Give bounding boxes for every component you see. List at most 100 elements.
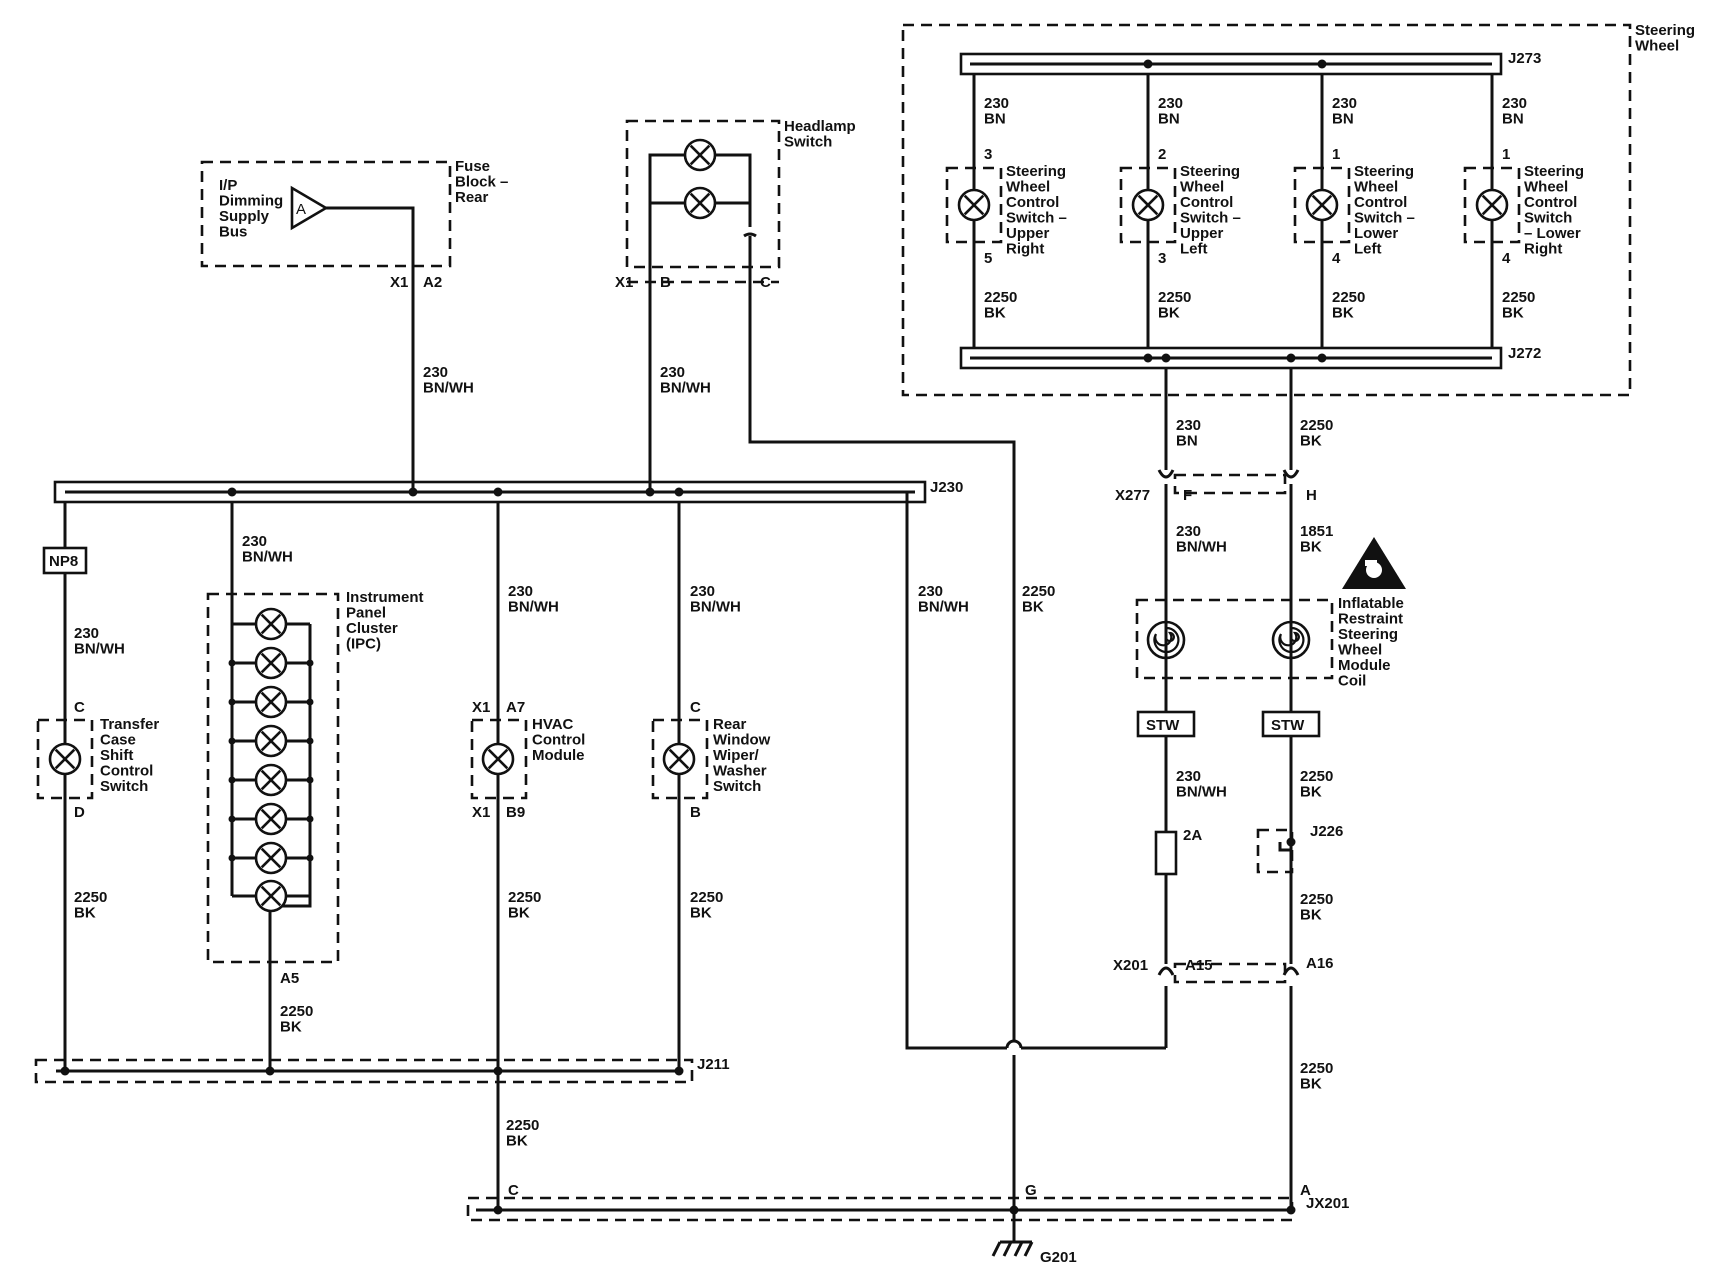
ipc-lamp-icon [254,646,288,680]
ipc-lamp-icon [254,763,288,797]
splice-dot [1143,353,1153,363]
splice-dot [1286,353,1296,363]
splice-j211: J211 [697,1056,730,1073]
svg-text:STW: STW [1271,717,1305,734]
ipc-lamp-icon [254,607,288,641]
conn-b-head: B [660,274,671,291]
conn-x1-fuse: X1 [390,274,408,291]
ipc-lamp-icon [254,879,288,913]
conn-sw-ul-bot: 3 [1158,250,1166,267]
conn-tc-d: D [74,804,85,821]
splice-j272: J272 [1508,345,1541,362]
splice-dot [1317,353,1327,363]
ipc-lamp-icon [254,685,288,719]
conn-x201: X201 [1113,957,1148,974]
coil-box [1135,598,1334,680]
x277-connector-box [1173,473,1287,495]
splice-dot [493,487,503,497]
splice-dot [493,1066,503,1076]
conn-sw-ul-top: 2 [1158,146,1166,163]
conn-sw-ll-bot: 4 [1332,250,1341,267]
conn-sw-lr-bot: 4 [1502,250,1511,267]
ipc-lamp-icon [254,841,288,875]
fuse-rating: 2A [1183,827,1202,844]
headlamp-switch-box [625,119,781,269]
conn-a7: A7 [506,699,525,716]
rear-wiper-lamp-icon [662,742,696,776]
splice-dot [306,815,314,823]
headlamp-lamp-icon [683,138,717,172]
coil-spring-icon [1271,620,1311,660]
conn-jx-a: A [1300,1182,1311,1199]
splice-j230: J230 [930,479,963,496]
connector-x201-a15 [1157,960,1175,976]
conn-b9: B9 [506,804,525,821]
conn-x277: X277 [1115,487,1150,504]
splice-j273: J273 [1508,50,1541,67]
splice-dot [228,659,236,667]
splice-dot [1286,837,1296,847]
splice-dot [645,487,655,497]
headlamp-lamp-icon [683,186,717,220]
splice-dot [228,776,236,784]
splice-dot [228,698,236,706]
conn-a15: A15 [1185,957,1213,974]
splice-dot [227,487,237,497]
splice-j226: J226 [1310,823,1343,840]
splice-dot [1317,59,1327,69]
conn-x1-head: X1 [615,274,633,291]
connector-x277-h [1282,469,1300,498]
airbag-warning-icon [1342,537,1406,589]
splice-dot [1161,353,1171,363]
conn-sw-ur-bot: 5 [984,250,992,267]
connector-x277-f [1157,469,1175,498]
conn-x1-hvac-bot: X1 [472,804,490,821]
ipc-box [206,592,340,964]
conn-rw-c: C [690,699,701,716]
steering-wheel-box [901,23,1632,397]
splice-dot [228,854,236,862]
splice-dot [306,659,314,667]
splice-dot [265,1066,275,1076]
conn-jx-g: G [1025,1182,1037,1199]
sw-ul-lamp-icon [1131,188,1165,222]
conn-sw-ur-top: 3 [984,146,992,163]
conn-rw-b: B [690,804,701,821]
conn-c-head: C [760,274,771,291]
splice-jx201: JX201 [1306,1195,1349,1212]
splice-dots [60,59,1327,1215]
stw-box-2: STW [1261,710,1321,738]
splice-dot [1286,1205,1296,1215]
splice-dot [228,737,236,745]
splice-dot [1009,1205,1019,1215]
svg-text:NP8: NP8 [49,553,78,570]
np8-box: NP8 [42,546,88,575]
